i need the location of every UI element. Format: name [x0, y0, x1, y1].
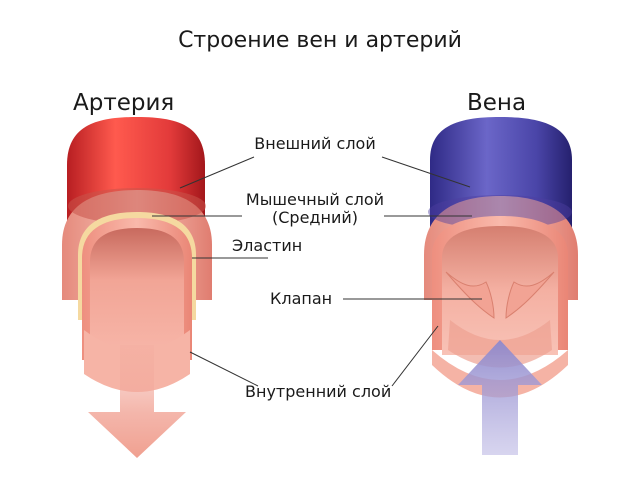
vein-valve	[445, 271, 555, 319]
vein-flow-arrow	[458, 340, 542, 455]
leader-inner-vein	[391, 325, 439, 387]
diagram-title: Строение вен и артерий	[178, 28, 462, 53]
leader-inner-artery	[189, 351, 259, 387]
elastin-label: Эластин	[232, 236, 303, 255]
inner-layer-label: Внутренний слой	[245, 382, 392, 401]
vein-heading: Вена	[467, 90, 527, 116]
muscle-layer-label: Мышечный слой	[245, 190, 385, 209]
muscle-layer-sublabel: (Средний)	[272, 208, 358, 227]
leader-outer-artery	[179, 156, 255, 189]
valve-label: Клапан	[270, 289, 333, 308]
outer-layer-label: Внешний слой	[254, 134, 376, 153]
leader-lines	[152, 156, 482, 387]
artery-illustration	[62, 117, 212, 458]
vein-illustration	[424, 117, 578, 455]
leader-outer-vein	[381, 156, 471, 188]
artery-heading: Артерия	[73, 90, 175, 116]
artery-flow-arrow	[88, 345, 186, 458]
